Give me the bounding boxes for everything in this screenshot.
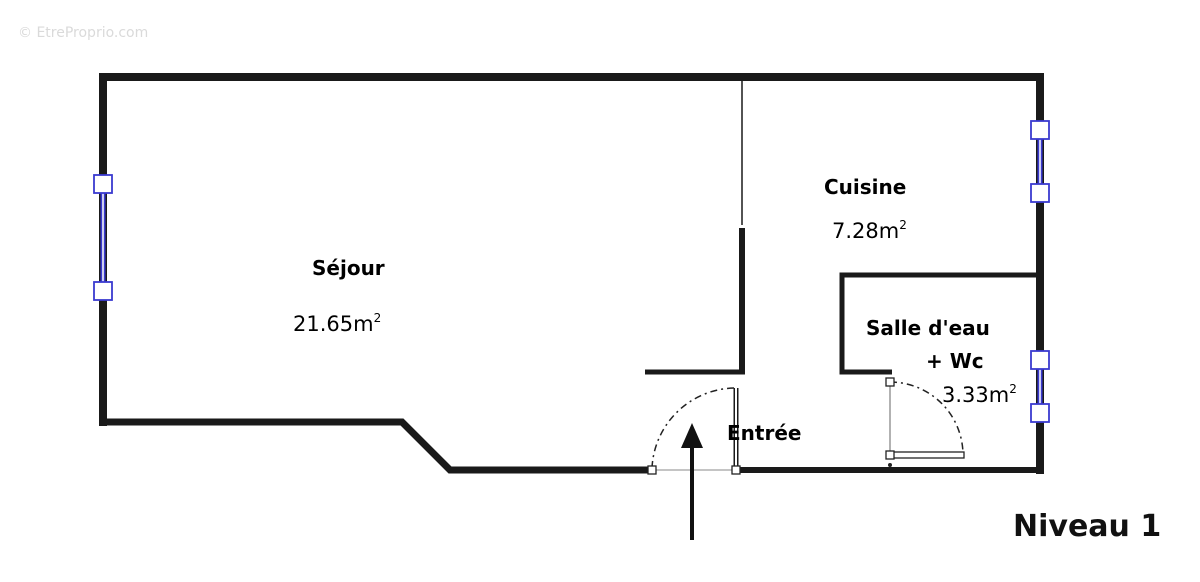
window-bathroom <box>1030 350 1050 423</box>
interior-walls <box>645 80 1040 470</box>
entry-arrow-icon <box>681 423 703 540</box>
room-label-entree: Entrée <box>727 421 802 445</box>
room-label-wc: + Wc <box>926 349 984 373</box>
bathroom-door <box>885 377 965 467</box>
room-label-salle-d-eau: Salle d'eau <box>866 316 990 340</box>
room-area-sejour: 21.65m2 <box>293 311 382 336</box>
window-kitchen <box>1030 120 1050 203</box>
window-left <box>93 174 113 301</box>
watermark: © EtreProprio.com <box>18 25 149 41</box>
wall-bottom-left <box>99 418 656 474</box>
bathroom-walls <box>839 272 1040 375</box>
room-label-cuisine: Cuisine <box>824 175 907 199</box>
room-area-cuisine: 7.28m2 <box>832 218 907 243</box>
room-label-sejour: Séjour <box>312 256 385 280</box>
level-label: Niveau 1 <box>1013 509 1162 544</box>
room-area-salle-d-eau: 3.33m2 <box>942 382 1017 407</box>
